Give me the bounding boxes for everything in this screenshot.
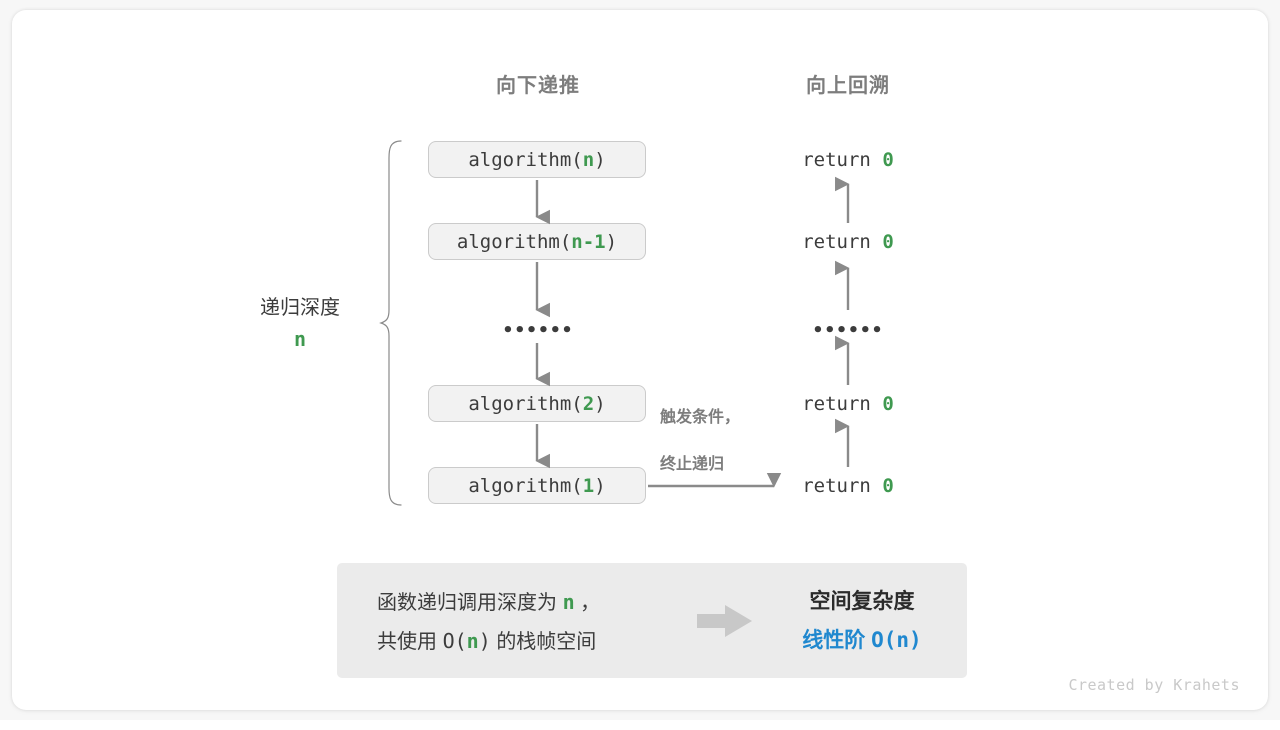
recursion-depth-value: n — [293, 327, 307, 351]
call-box-prefix: algorithm( — [468, 392, 583, 415]
summary-line-1: 函数递归调用深度为 n ， — [377, 583, 600, 622]
call-box-arg: 2 — [582, 392, 595, 415]
call-box-suffix: ) — [594, 474, 606, 497]
terminate-note-line1: 触发条件， — [660, 409, 741, 426]
terminate-note-line2: 终止递归 — [660, 456, 725, 473]
summary-line2-text-a: 共使用 — [377, 631, 437, 653]
call-box-prefix: algorithm( — [456, 230, 572, 253]
summary-line1-text-a: 函数递归调用深度为 — [377, 592, 557, 614]
summary-result: 空间复杂度 线性阶 O(n) — [767, 583, 957, 660]
column-header-backtrack-up: 向上回溯 — [806, 75, 890, 97]
return-label-bottom: return 0 — [728, 475, 968, 497]
summary-line2-bigo-open: O( — [442, 629, 467, 653]
summary-line-2: 共使用 O(n) 的栈帧空间 — [377, 622, 600, 661]
summary-line1-var: n — [562, 590, 575, 614]
return-label-top: return 0 — [728, 149, 968, 171]
call-box-arg: n — [582, 148, 595, 171]
return-value: 0 — [882, 231, 894, 253]
credit-text: Created by Krahets — [1068, 676, 1240, 694]
summary-line2-var: n — [466, 629, 479, 653]
space-complexity-value: 线性阶 O(n) — [767, 621, 957, 660]
complexity-notation: O(n) — [871, 628, 922, 652]
return-keyword: return — [802, 231, 871, 253]
call-box-prefix: algorithm( — [468, 148, 583, 171]
summary-line1-text-b: ， — [580, 592, 601, 614]
recursion-depth-label: 递归深度 — [260, 297, 340, 319]
return-value: 0 — [882, 149, 894, 171]
space-complexity-title: 空间复杂度 — [809, 590, 915, 613]
call-box-prefix: algorithm( — [468, 474, 583, 497]
ellipsis-left: •••••• — [502, 320, 574, 341]
summary-line2-text-b: 的栈帧空间 — [496, 631, 597, 653]
depth-brace — [379, 140, 402, 506]
diagram-card: 向下递推 向上回溯 algorithm(n) algorithm(n-1) al… — [12, 10, 1268, 710]
return-keyword: return — [802, 149, 871, 171]
return-label-second: return 0 — [728, 231, 968, 253]
column-header-recurse-down: 向下递推 — [496, 75, 580, 97]
call-box-suffix: ) — [605, 230, 618, 253]
call-box-n: algorithm(n) — [428, 141, 646, 178]
return-keyword: return — [802, 393, 871, 415]
return-label-third: return 0 — [728, 393, 968, 415]
call-box-2: algorithm(2) — [428, 385, 646, 422]
return-keyword: return — [802, 475, 871, 497]
return-value: 0 — [882, 475, 894, 497]
call-box-suffix: ) — [594, 148, 606, 171]
summary-panel: 函数递归调用深度为 n ， 共使用 O(n) 的栈帧空间 空间复杂度 线性阶 O… — [337, 563, 967, 678]
call-box-arg: n-1 — [571, 230, 606, 253]
call-box-arg: 1 — [582, 474, 595, 497]
ellipsis-right: •••••• — [812, 320, 884, 341]
complexity-order-label: 线性阶 — [802, 629, 866, 652]
implies-arrow-icon — [697, 605, 752, 637]
return-value: 0 — [882, 393, 894, 415]
call-box-n-minus-1: algorithm(n-1) — [428, 223, 646, 260]
call-box-suffix: ) — [594, 392, 606, 415]
summary-line2-bigo-close: ) — [478, 629, 491, 653]
summary-description: 函数递归调用深度为 n ， 共使用 O(n) 的栈帧空间 — [377, 583, 600, 661]
call-box-1: algorithm(1) — [428, 467, 646, 504]
